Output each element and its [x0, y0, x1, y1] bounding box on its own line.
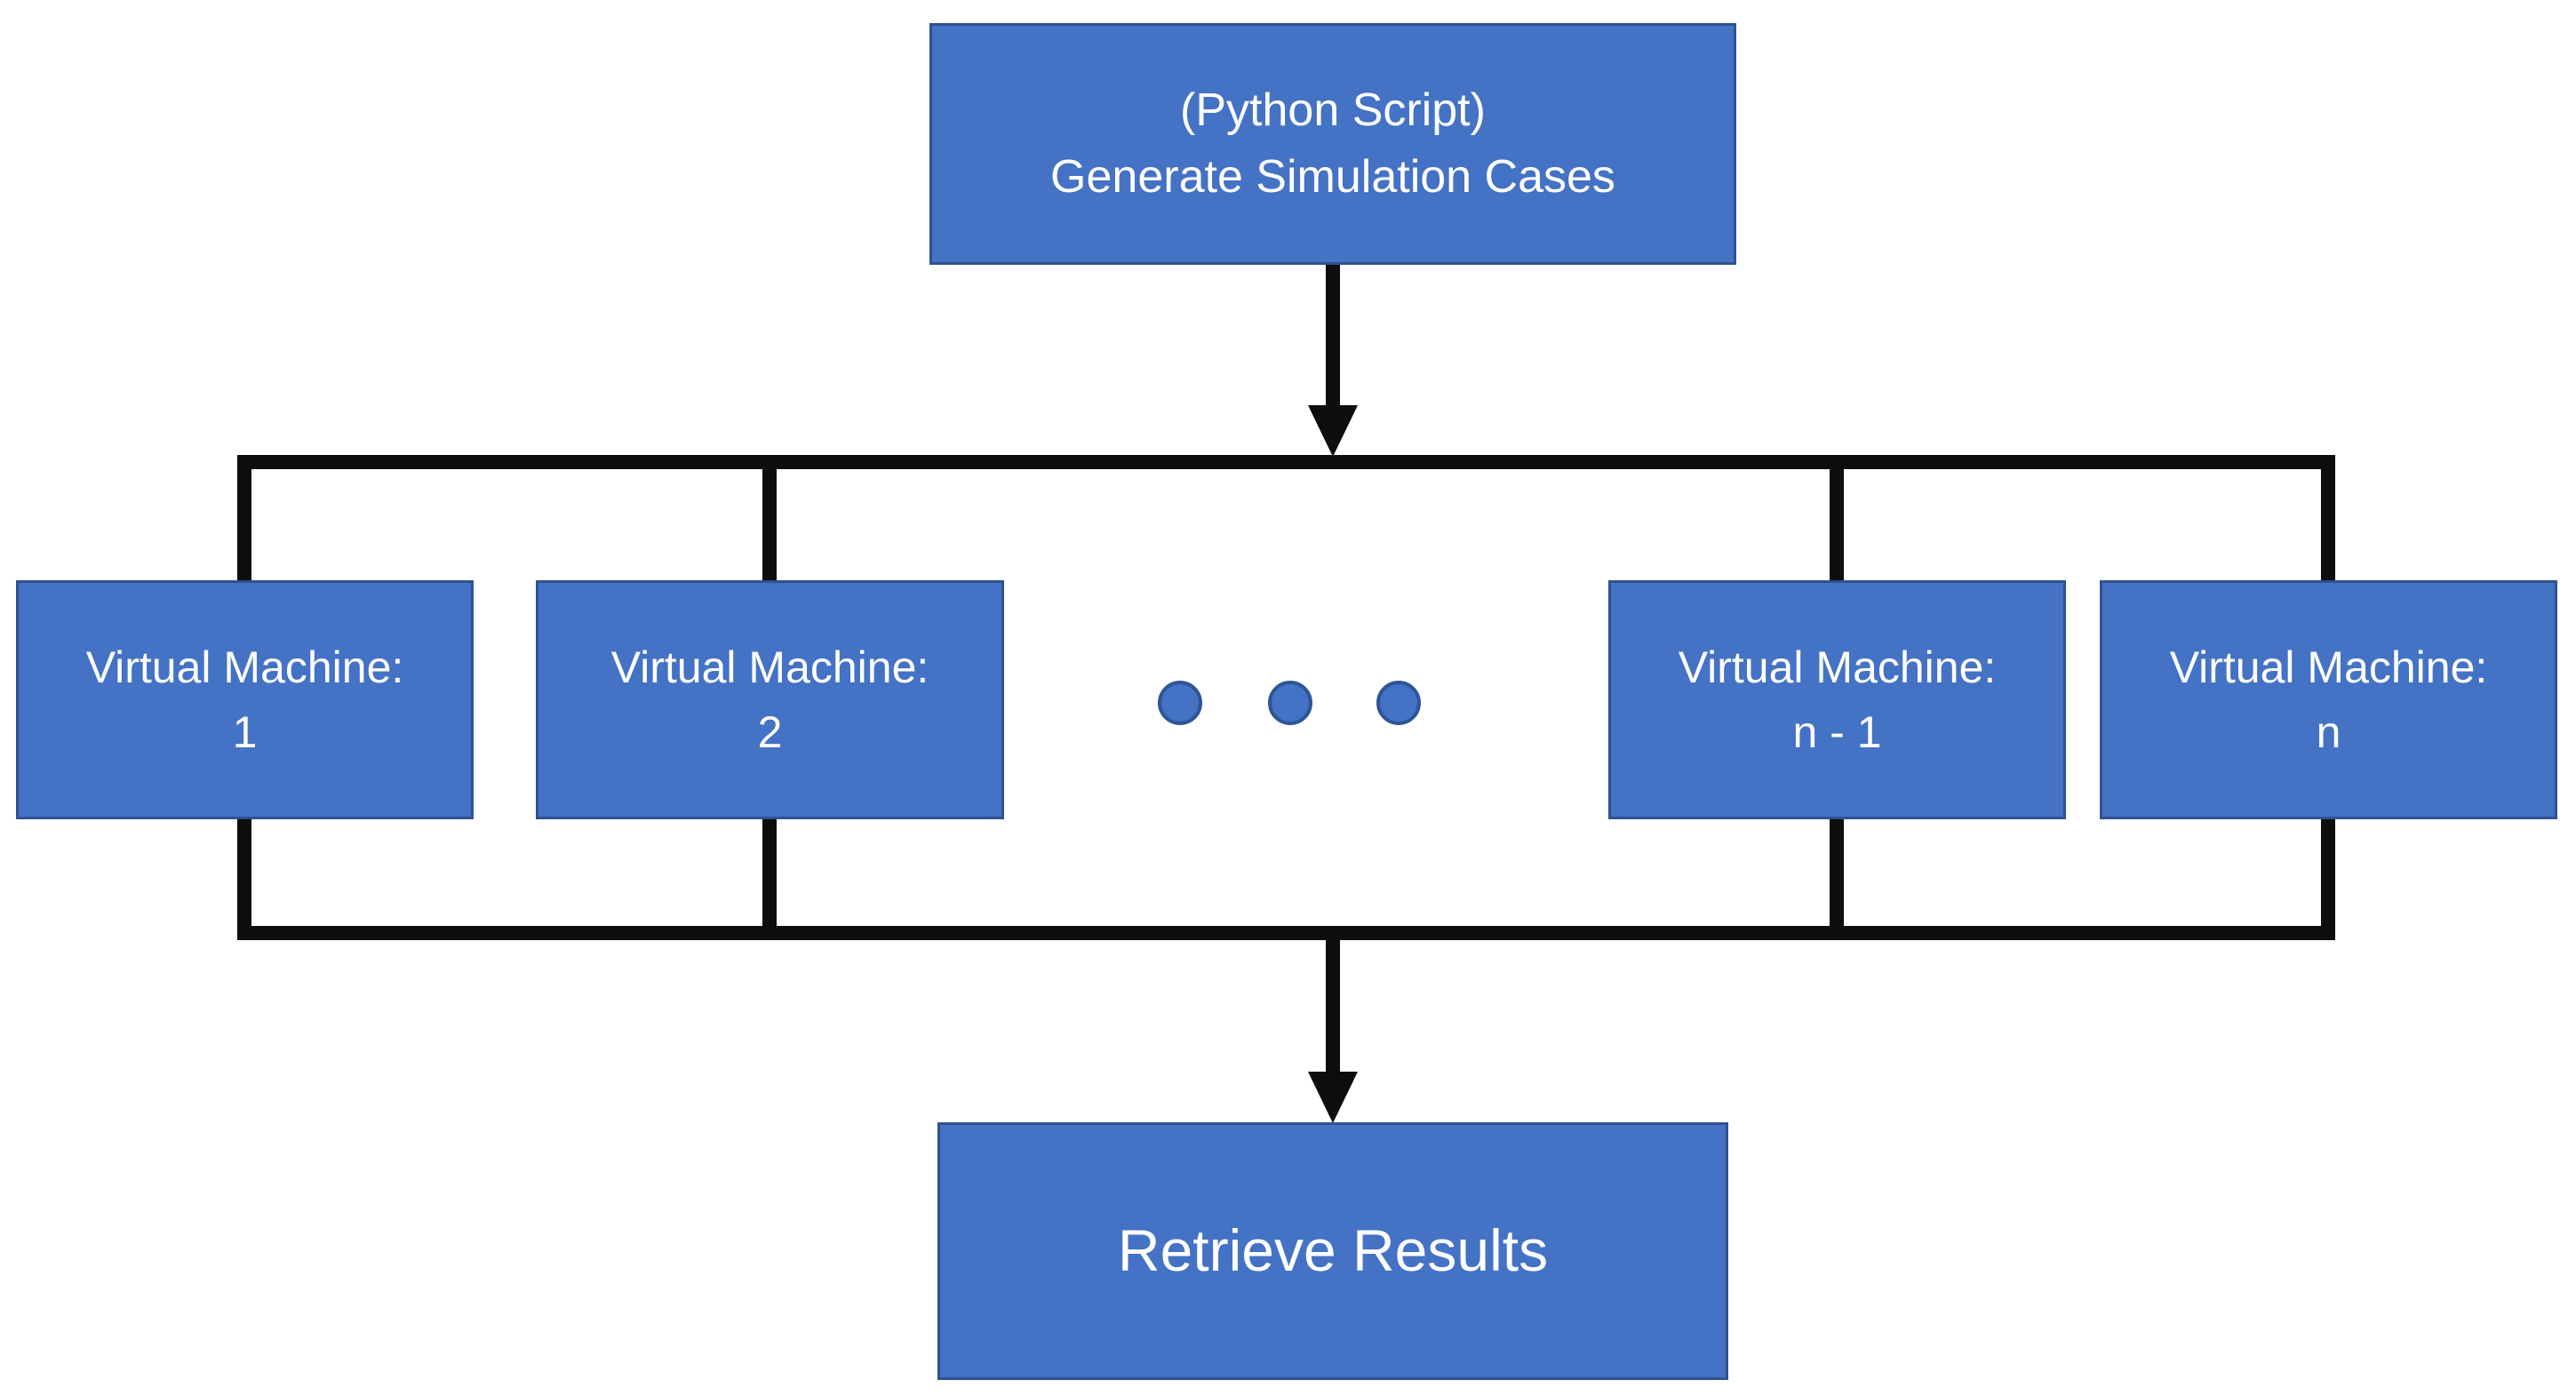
vm2-label-line1: Virtual Machine: — [610, 642, 929, 692]
vm1-label-line1: Virtual Machine: — [85, 642, 404, 692]
vm2-label-line2: 2 — [757, 706, 783, 757]
connector-vm2-to-bus — [762, 816, 777, 940]
connector-vm1-to-bus — [237, 816, 251, 940]
arrow-down-head-bottom — [1308, 1072, 1358, 1123]
connector-vm-n-to-bus — [2321, 816, 2335, 940]
vmn1-label-line1: Virtual Machine: — [1678, 642, 1997, 692]
node-retrieve-results: Retrieve Results — [937, 1122, 1728, 1380]
node-virtual-machine-2: Virtual Machine: 2 — [536, 580, 1004, 819]
arrow-generator-to-bus-shaft — [1326, 263, 1340, 407]
collect-bus-line — [237, 926, 2335, 940]
arrow-bus-to-retrieve-shaft — [1326, 933, 1340, 1073]
connector-bus-to-vm-n-minus-1 — [1830, 462, 1844, 586]
connector-bus-to-vm2 — [762, 462, 777, 586]
ellipsis-dot-icon — [1158, 681, 1202, 725]
node-virtual-machine-n-minus-1: Virtual Machine: n - 1 — [1608, 580, 2066, 819]
connector-vm-n-minus-1-to-bus — [1830, 816, 1844, 940]
node-generate-simulation-cases: (Python Script) Generate Simulation Case… — [929, 23, 1736, 265]
arrow-down-head-top — [1308, 405, 1358, 457]
vm1-label-line2: 1 — [232, 706, 258, 757]
connector-bus-to-vm1 — [237, 462, 251, 586]
node-virtual-machine-n: Virtual Machine: n — [2100, 580, 2557, 819]
vmn-label-line2: n — [2316, 706, 2341, 757]
generator-label-line2: Generate Simulation Cases — [1050, 151, 1615, 203]
fan-out-bus-line — [237, 455, 2335, 469]
vmn-label-line1: Virtual Machine: — [2169, 642, 2488, 692]
generator-label-line1: (Python Script) — [1180, 84, 1486, 136]
vmn1-label-line2: n - 1 — [1792, 706, 1882, 757]
ellipsis-dot-icon — [1268, 681, 1312, 725]
connector-bus-to-vm-n — [2321, 462, 2335, 586]
retrieve-label: Retrieve Results — [1117, 1217, 1549, 1284]
node-virtual-machine-1: Virtual Machine: 1 — [16, 580, 474, 819]
ellipsis-dot-icon — [1376, 681, 1421, 725]
